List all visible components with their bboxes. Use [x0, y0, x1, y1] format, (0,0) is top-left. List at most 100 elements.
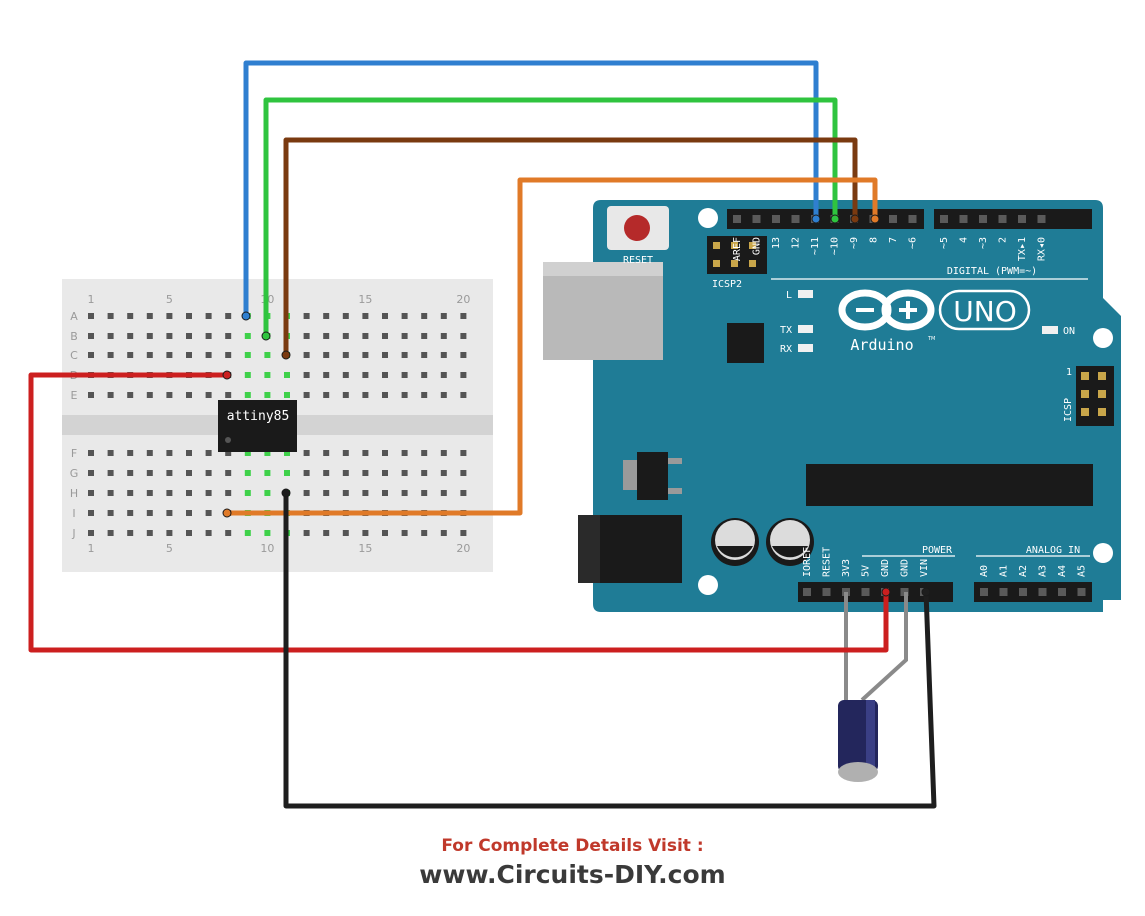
- digital-pin-label: AREF: [732, 237, 743, 261]
- digital-pin-label: 7: [888, 237, 899, 243]
- breadboard-hole: [205, 450, 212, 456]
- breadboard-hole: [382, 490, 388, 496]
- breadboard-hole: [342, 372, 349, 378]
- breadboard-hole: [362, 490, 369, 496]
- breadboard-hole: [264, 372, 271, 378]
- analog-pin-label: A2: [1018, 565, 1029, 577]
- breadboard-hole: [323, 530, 330, 536]
- header-pin: [1058, 588, 1066, 596]
- power-pin-label: GND: [880, 559, 891, 577]
- digital-header-label: DIGITAL (PWM=~): [947, 266, 1037, 277]
- chip-body: [218, 400, 297, 452]
- breadboard-hole: [186, 313, 192, 319]
- breadboard-hole: [146, 490, 153, 496]
- breadboard-holes: [88, 313, 467, 536]
- logo-plus-v: [906, 301, 910, 319]
- breadboard-hole: [225, 490, 232, 496]
- column-number: 1: [88, 293, 95, 306]
- breadboard-hole: [421, 372, 428, 378]
- breadboard-hole: [362, 530, 369, 536]
- brown-wire-endpoint: [850, 214, 860, 224]
- breadboard-hole: [166, 352, 173, 358]
- breadboard-hole: [460, 313, 467, 319]
- atmega-socket: [806, 464, 1093, 506]
- header-pin: [752, 215, 761, 223]
- breadboard-hole: [88, 333, 94, 339]
- power-pin-label: 3V3: [841, 559, 852, 577]
- breadboard-hole: [303, 470, 310, 476]
- row-label: B: [70, 330, 78, 343]
- breadboard-hole: [88, 352, 94, 358]
- digital-pin-label: TX▸1: [1017, 237, 1028, 261]
- icsp-header: [1076, 366, 1114, 426]
- reset-label: RESET: [623, 255, 653, 266]
- row-label: I: [72, 507, 75, 520]
- digital-pin-label: 8: [869, 237, 880, 243]
- reset-button-cap: [624, 215, 650, 241]
- led-on: [1042, 326, 1058, 334]
- digital-header-holes: [733, 215, 1046, 223]
- arduino-pcb: [593, 200, 1121, 612]
- breadboard-hole: [186, 530, 192, 536]
- red-wire-endpoint: [222, 370, 232, 380]
- digital-header-low: [934, 209, 1092, 229]
- breadboard-hole: [460, 470, 467, 476]
- regulator-lead: [668, 488, 682, 494]
- icsp2-pin: [731, 260, 738, 267]
- breadboard-hole: [146, 530, 153, 536]
- analog-pin-label: A3: [1038, 565, 1049, 577]
- breadboard-hole: [342, 392, 349, 398]
- breadboard-hole: [88, 490, 94, 496]
- on-label: ON: [1063, 326, 1075, 337]
- header-pin: [999, 588, 1008, 596]
- column-number: 15: [358, 293, 372, 306]
- mount-hole: [698, 575, 718, 595]
- breadboard-hole: [264, 392, 271, 398]
- footer-site-link[interactable]: www.Circuits-DIY.com: [419, 860, 726, 889]
- breadboard-hole: [303, 392, 310, 398]
- breadboard-hole: [127, 313, 134, 319]
- icsp-pin: [1081, 372, 1089, 380]
- digital-pin-label: ~6: [908, 237, 919, 249]
- breadboard-hole: [323, 333, 330, 339]
- header-pin: [803, 588, 811, 596]
- digital-pin-label: ~11: [810, 237, 821, 255]
- breadboard-hole: [107, 530, 114, 536]
- breadboard-hole: [421, 530, 428, 536]
- breadboard-hole: [460, 372, 467, 378]
- breadboard-hole: [146, 510, 153, 516]
- breadboard-hole: [107, 450, 114, 456]
- breadboard-hole: [362, 470, 369, 476]
- breadboard-hole: [264, 470, 271, 476]
- header-pin: [1019, 588, 1027, 596]
- header-pin: [889, 215, 897, 223]
- digital-pin-label: 4: [959, 237, 970, 243]
- black-wire: [283, 490, 937, 809]
- header-pin: [979, 215, 987, 223]
- breadboard-hole: [244, 470, 251, 476]
- header-pin: [959, 215, 968, 223]
- column-number: 10: [260, 542, 274, 555]
- icsp-pin: [1098, 390, 1106, 398]
- power-header-label: POWER: [922, 545, 953, 556]
- breadboard-hole: [460, 490, 467, 496]
- breadboard-hole: [460, 450, 467, 456]
- breadboard-hole: [127, 392, 134, 398]
- breadboard-hole: [166, 530, 173, 536]
- breadboard-hole: [401, 372, 408, 378]
- breadboard-hole: [146, 352, 153, 358]
- breadboard-hole: [362, 392, 369, 398]
- header-pin: [1037, 215, 1046, 223]
- breadboard-hole: [401, 530, 408, 536]
- row-label: H: [70, 487, 78, 500]
- header-pin: [791, 215, 800, 223]
- breadboard-hole: [440, 450, 447, 456]
- breadboard-hole: [421, 490, 428, 496]
- breadboard-hole: [107, 392, 114, 398]
- analog-pin-label: A4: [1057, 565, 1068, 577]
- icsp-label: ICSP: [1063, 398, 1074, 422]
- breadboard-hole: [205, 490, 212, 496]
- breadboard-hole: [401, 490, 408, 496]
- breadboard-hole: [323, 392, 330, 398]
